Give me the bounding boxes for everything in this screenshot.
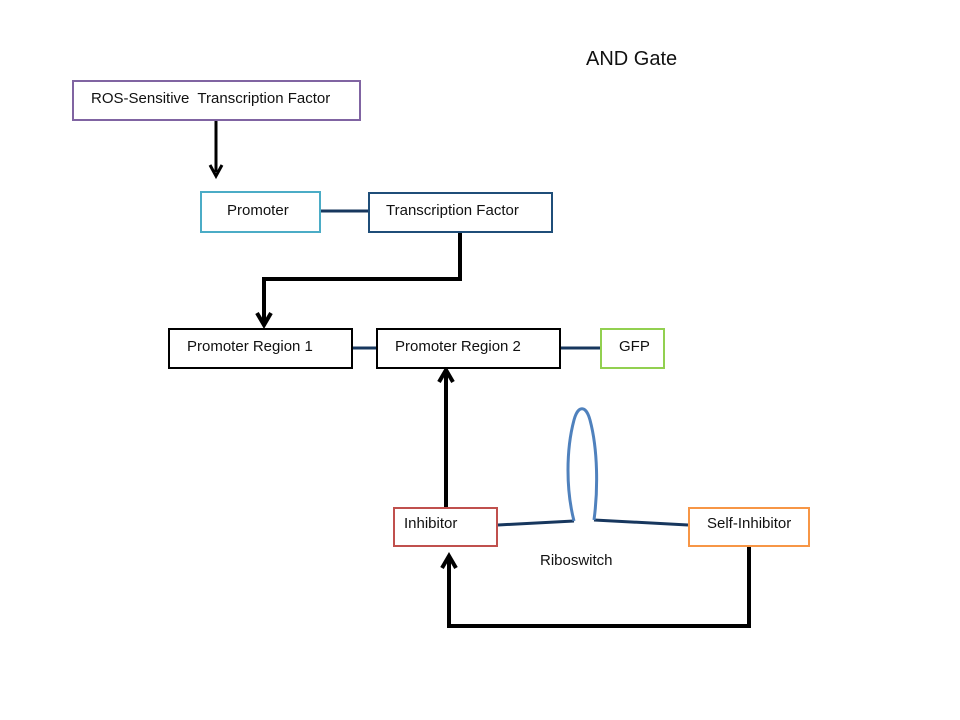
connector-inhibitor-riboswitch	[497, 519, 575, 527]
promoter-region-2-box: Promoter Region 2	[376, 328, 561, 369]
arrow-transcription-factor-to-promoter-region-1	[255, 233, 462, 329]
ros-sensitive-transcription-factor-label: ROS-Sensitive Transcription Factor	[91, 90, 331, 107]
self-inhibitor-box: Self-Inhibitor	[688, 507, 810, 547]
inhibitor-box: Inhibitor	[393, 507, 498, 547]
riboswitch-caption: Riboswitch	[540, 552, 613, 569]
promoter-region-1-label: Promoter Region 1	[187, 338, 313, 355]
self-inhibitor-label: Self-Inhibitor	[707, 515, 792, 532]
riboswitch-loop	[566, 407, 599, 522]
transcription-factor-label: Transcription Factor	[386, 202, 519, 219]
promoter-region-1-box: Promoter Region 1	[168, 328, 353, 369]
arrow-ros-tf-to-promoter	[208, 121, 224, 180]
ros-sensitive-transcription-factor-box: ROS-Sensitive Transcription Factor	[72, 80, 361, 121]
transcription-factor-box: Transcription Factor	[368, 192, 553, 233]
arrow-inhibitor-to-promoter-region-2	[437, 366, 455, 508]
diagram-title: AND Gate	[586, 48, 678, 70]
gfp-label: GFP	[619, 338, 650, 355]
promoter-region-2-label: Promoter Region 2	[395, 338, 521, 355]
promoter-label: Promoter	[227, 202, 289, 219]
gfp-box: GFP	[600, 328, 665, 369]
connector-riboswitch-self-inhibitor	[593, 518, 689, 527]
arrow-self-inhibitor-to-inhibitor	[440, 547, 751, 628]
inhibitor-label: Inhibitor	[404, 515, 458, 532]
promoter-box: Promoter	[200, 191, 321, 233]
